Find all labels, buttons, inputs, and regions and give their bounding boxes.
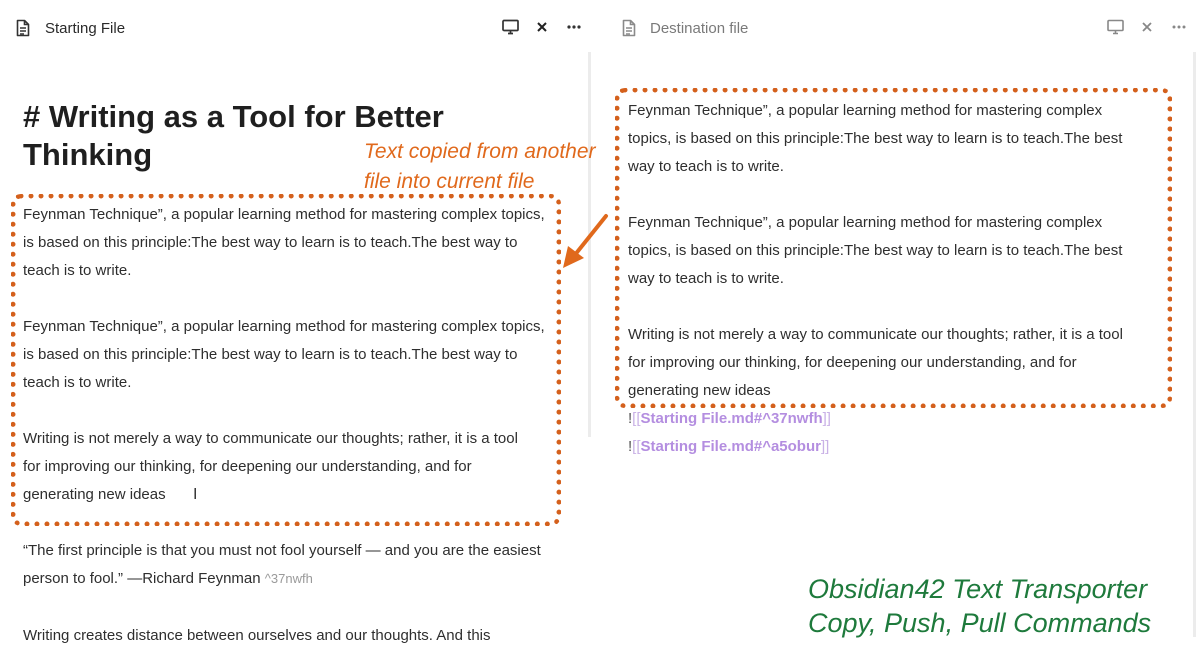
text-cursor-icon: I	[193, 486, 198, 503]
embed-prefix: !	[628, 438, 633, 455]
caption-line-1: Obsidian42 Text Transporter	[808, 574, 1148, 604]
right-scrollbar[interactable]	[1193, 52, 1196, 637]
right-editor-pane: Destination file Feynman Technique”, a p…	[598, 0, 1200, 657]
left-paragraph-1[interactable]: Feynman Technique”, a popular learning m…	[23, 206, 545, 279]
left-quote[interactable]: “The first principle is that you must no…	[23, 537, 553, 593]
monitor-icon[interactable]	[1106, 18, 1124, 36]
block-id: ^37nwfh	[264, 571, 313, 586]
right-paragraph-2[interactable]: Feynman Technique”, a popular learning m…	[628, 214, 1123, 287]
left-editor-pane: Starting File # Writing as a Tool for Be…	[0, 0, 590, 657]
close-icon[interactable]	[533, 18, 551, 36]
right-pane-actions	[1106, 18, 1188, 36]
embed-prefix: !	[628, 410, 633, 427]
embed-link-1[interactable]: ![[Starting File.md#^37nwfh]]	[628, 405, 831, 433]
quote-text: “The first principle is that you must no…	[23, 542, 541, 587]
caption-line-2: Copy, Push, Pull Commands	[808, 608, 1152, 638]
pane-divider[interactable]	[588, 52, 591, 437]
more-icon[interactable]	[565, 18, 583, 36]
embed-link-2[interactable]: ![[Starting File.md#^a5obur]]	[628, 433, 829, 461]
left-paragraph-3[interactable]: Writing is not merely a way to communica…	[23, 430, 518, 503]
embed-open-bracket: [[	[632, 410, 641, 427]
embed-close-bracket: ]]	[822, 410, 831, 427]
monitor-icon[interactable]	[501, 18, 519, 36]
embed-link-text[interactable]: Starting File.md#^a5obur	[640, 438, 821, 455]
caption: Obsidian42 Text Transporter Copy, Push, …	[808, 572, 1198, 640]
document-heading[interactable]: # Writing as a Tool for Better Thinking	[23, 99, 444, 172]
left-paragraph-2[interactable]: Feynman Technique”, a popular learning m…	[23, 318, 545, 391]
left-pane-actions	[501, 18, 583, 36]
right-pane-header: Destination file	[598, 0, 1200, 56]
more-icon[interactable]	[1170, 18, 1188, 36]
arrow-icon	[563, 214, 608, 268]
file-icon	[622, 19, 636, 37]
left-paragraph-last[interactable]: Writing creates distance between ourselv…	[23, 627, 491, 644]
file-icon	[16, 19, 30, 37]
embed-open-bracket: [[	[632, 438, 641, 455]
left-pane-header: Starting File	[0, 0, 590, 56]
left-pane-title[interactable]: Starting File	[45, 20, 126, 37]
embed-close-bracket: ]]	[820, 438, 830, 455]
right-paragraph-3[interactable]: Writing is not merely a way to communica…	[628, 326, 1123, 399]
close-icon[interactable]	[1138, 18, 1156, 36]
right-pane-title[interactable]: Destination file	[650, 20, 749, 37]
annotation-label: Text copied from another file into curre…	[364, 140, 596, 193]
right-paragraph-1[interactable]: Feynman Technique”, a popular learning m…	[628, 102, 1123, 175]
embed-link-text[interactable]: Starting File.md#^37nwfh	[640, 410, 823, 427]
